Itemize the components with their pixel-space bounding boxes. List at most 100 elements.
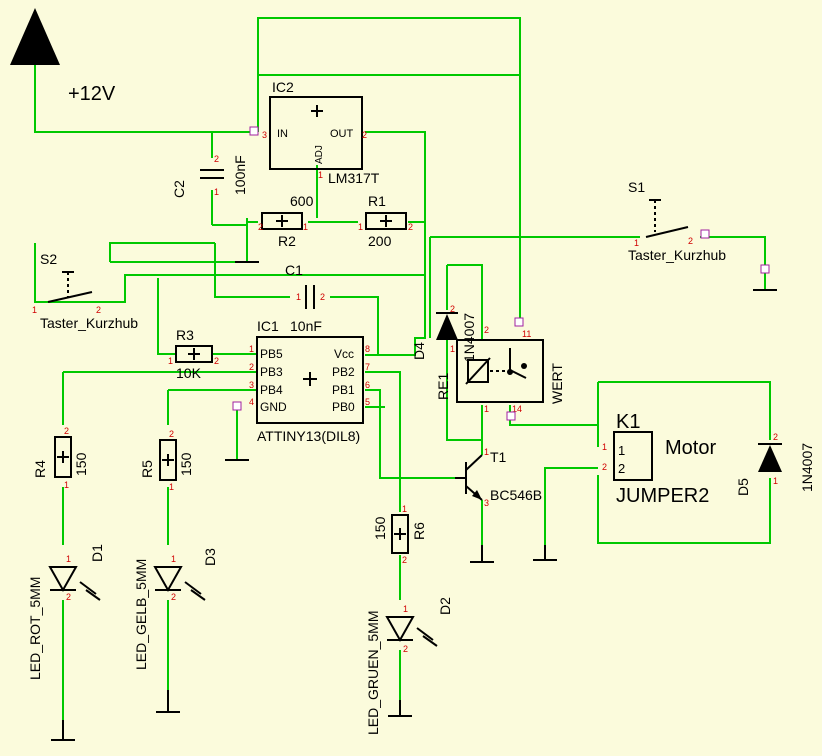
ic1-pin-number: 8 bbox=[365, 344, 370, 354]
r4-resistor[interactable]: R4 150 2 1 bbox=[32, 426, 89, 490]
d1-light-arrows-icon bbox=[79, 581, 101, 601]
c2-plates-icon bbox=[200, 169, 224, 179]
ic2-pin-number: 1 bbox=[318, 170, 323, 180]
k1-note: Motor bbox=[665, 437, 716, 459]
s2-switch[interactable]: S2 Taster_Kurzhub 1 2 bbox=[32, 251, 138, 331]
ic1-microcontroller[interactable]: IC1 10nF ATTINY13(DIL8) PB5 PB3 PB4 GND … bbox=[232, 318, 370, 444]
ic2-pin-in: IN bbox=[277, 128, 288, 140]
r2-body bbox=[261, 212, 303, 230]
s1-pin-number: 2 bbox=[688, 236, 693, 246]
r6-origin-cross-icon bbox=[394, 528, 406, 540]
d1-pin-number: 2 bbox=[66, 592, 71, 602]
r1-value: 200 bbox=[368, 233, 392, 249]
ic1-pin-label: PB1 bbox=[332, 383, 355, 397]
supply-label: +12V bbox=[68, 83, 116, 105]
c1-pin-number: 2 bbox=[320, 292, 325, 302]
c1-plates-icon bbox=[305, 285, 315, 309]
k1-body bbox=[613, 431, 653, 481]
s1-switch[interactable]: S1 Taster_Kurzhub 1 2 bbox=[628, 179, 770, 274]
r1-body bbox=[365, 212, 407, 230]
ground-icon bbox=[470, 545, 494, 563]
d5-name: D5 bbox=[735, 478, 751, 496]
s1-pin-number: 1 bbox=[634, 238, 639, 248]
d3-led[interactable]: LED_GELB_5MM D3 1 2 bbox=[133, 548, 218, 670]
supply-arrow-icon bbox=[10, 8, 60, 65]
r1-resistor[interactable]: R1 200 1 2 bbox=[358, 193, 413, 249]
r3-resistor[interactable]: R3 10K 1 2 bbox=[168, 327, 219, 381]
t1-pin-number: 3 bbox=[484, 498, 489, 508]
r3-body bbox=[175, 345, 213, 363]
ic1-pin-number: 3 bbox=[249, 380, 254, 390]
r4-pin-number: 1 bbox=[64, 480, 69, 490]
r5-resistor[interactable]: R5 150 2 1 bbox=[139, 429, 194, 492]
supply-symbol: +12V bbox=[10, 8, 116, 105]
ic1-pin-number: 1 bbox=[249, 344, 254, 354]
re1-name: RE1 bbox=[435, 373, 451, 400]
r2-value: 600 bbox=[290, 193, 314, 209]
d4-triangle-icon bbox=[436, 314, 458, 340]
r6-resistor[interactable]: 150 R6 1 2 bbox=[372, 504, 427, 565]
ic1-pin-number: 7 bbox=[365, 362, 370, 372]
ic2-pin-number: 3 bbox=[262, 130, 267, 140]
d5-diode[interactable]: D5 1N4007 2 1 bbox=[735, 432, 815, 496]
r2-resistor[interactable]: R2 600 2 1 bbox=[258, 193, 314, 249]
re1-coil-diagonal-icon bbox=[465, 357, 491, 385]
d4-pin-number: 2 bbox=[450, 304, 455, 314]
t1-transistor[interactable]: T1 BC546B 1 3 bbox=[455, 447, 542, 508]
net-marker-icon bbox=[514, 317, 524, 327]
re1-contact-dot-icon bbox=[521, 363, 527, 369]
t1-emitter-arrow-icon bbox=[472, 490, 482, 500]
d4-pin-number: 1 bbox=[450, 344, 455, 354]
r1-name: R1 bbox=[368, 193, 386, 209]
ic2-name: IC2 bbox=[272, 79, 294, 95]
ic1-pin-label: PB4 bbox=[260, 383, 283, 397]
s1-contact-icon bbox=[645, 226, 689, 238]
d2-led[interactable]: LED_GRUEN_5MM D2 1 2 bbox=[365, 597, 453, 735]
d3-pin-number: 1 bbox=[171, 554, 176, 564]
k1-connector[interactable]: 1 2 K1 Motor JUMPER2 1 2 bbox=[602, 411, 716, 507]
d1-triangle-icon bbox=[48, 566, 78, 593]
net-marker-icon bbox=[506, 411, 516, 421]
r5-body bbox=[159, 439, 177, 481]
r3-value: 10K bbox=[176, 365, 202, 381]
ic1-pin-label: GND bbox=[260, 400, 287, 414]
ic1-value: ATTINY13(DIL8) bbox=[257, 428, 360, 444]
re1-value: WERT bbox=[549, 363, 565, 404]
ic2-pin-number: 2 bbox=[362, 130, 367, 140]
r6-pin-number: 2 bbox=[402, 555, 407, 565]
d3-triangle-icon bbox=[153, 566, 183, 593]
c2-capacitor[interactable]: C2 100nF 2 1 bbox=[171, 154, 248, 198]
c1-name: C1 bbox=[285, 262, 303, 278]
d5-triangle-icon bbox=[758, 445, 782, 472]
r1-pin-number: 1 bbox=[358, 222, 363, 232]
ic1-pin-label: PB5 bbox=[260, 347, 283, 361]
d4-diode[interactable]: D4 1N4007 2 1 bbox=[411, 304, 477, 362]
k1-pin-number: 1 bbox=[602, 442, 607, 452]
d5-pin-number: 1 bbox=[773, 476, 778, 486]
d1-led[interactable]: LED_ROT_5MM D1 1 2 bbox=[27, 544, 105, 680]
r4-pin-number: 2 bbox=[64, 426, 69, 436]
r5-pin-number: 2 bbox=[169, 429, 174, 439]
re1-pin-number: 11 bbox=[522, 329, 531, 339]
ic2-body bbox=[269, 96, 363, 170]
r2-pin-number: 1 bbox=[303, 222, 308, 232]
s2-contact-icon bbox=[47, 291, 93, 303]
d2-pin-number: 2 bbox=[403, 644, 408, 654]
t1-value: BC546B bbox=[490, 487, 542, 503]
k1-pin-number: 2 bbox=[602, 462, 607, 472]
d2-triangle-icon bbox=[385, 616, 415, 643]
d2-light-arrows-icon bbox=[416, 627, 438, 647]
c2-name: C2 bbox=[171, 180, 187, 198]
r1-pin-number: 2 bbox=[408, 222, 413, 232]
ic2-pin-out: OUT bbox=[330, 128, 354, 140]
ic2-regulator[interactable]: IC2 LM317T IN OUT ADJ 3 2 1 bbox=[249, 79, 380, 186]
ic1-pin-label: Vcc bbox=[334, 347, 354, 361]
d5-value: 1N4007 bbox=[799, 443, 815, 492]
re1-relay[interactable]: RE1 WERT 2 11 1 14 bbox=[435, 317, 565, 421]
s2-name: S2 bbox=[40, 251, 57, 267]
c1-capacitor[interactable]: C1 1 2 bbox=[285, 262, 325, 309]
ic1-name: IC1 bbox=[257, 318, 279, 334]
t1-pin-number: 1 bbox=[484, 447, 489, 457]
c2-pin-number: 2 bbox=[214, 154, 219, 164]
d4-value: 1N4007 bbox=[461, 313, 477, 362]
